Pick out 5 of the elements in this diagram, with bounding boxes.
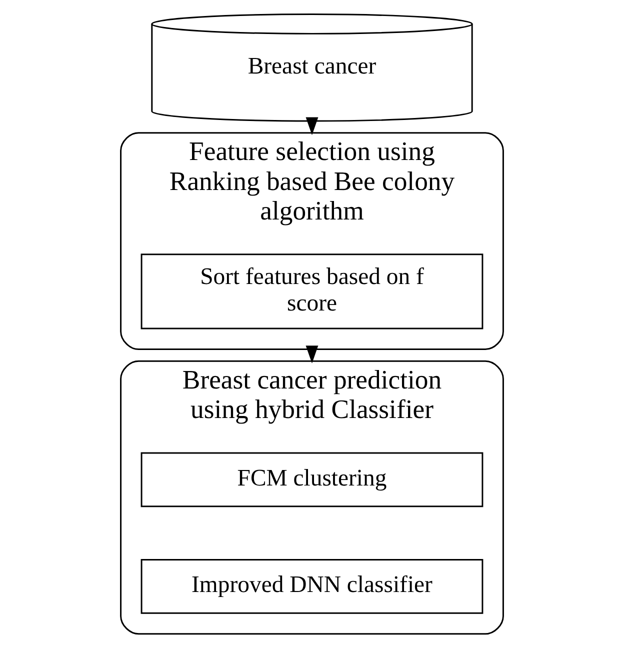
- arrow: [306, 346, 318, 364]
- node-box: Sort features based on f score: [140, 254, 484, 330]
- node-box: Improved DNN classifier: [140, 559, 484, 614]
- node-box: FCM clustering: [140, 452, 484, 508]
- arrow: [306, 117, 318, 136]
